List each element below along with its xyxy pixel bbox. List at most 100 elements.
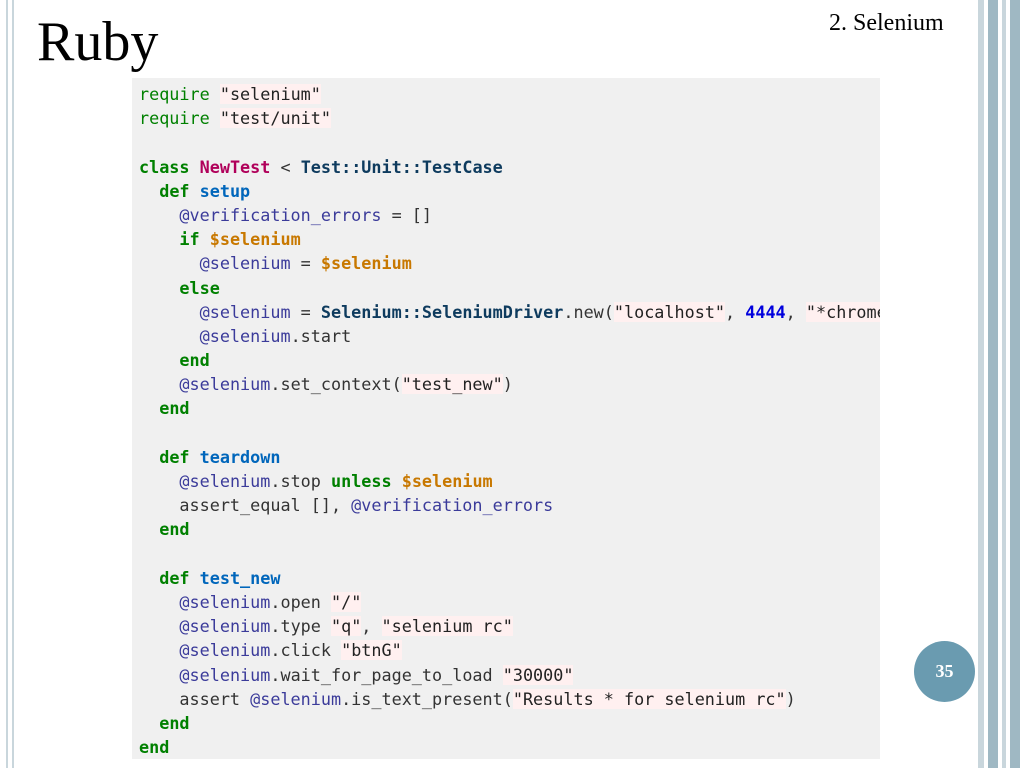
code-token: test_new	[199, 567, 281, 588]
code-token: .start	[290, 325, 352, 346]
code-token: Selenium::SeleniumDriver	[320, 301, 564, 322]
code-token: unless	[330, 471, 392, 491]
code-listing: require "selenium"require "test/unit" cl…	[139, 82, 880, 759]
code-token: ,	[785, 301, 806, 322]
code-line: end	[139, 711, 880, 735]
code-token: )	[502, 374, 513, 395]
code-token: =	[290, 301, 321, 322]
left-border-decoration	[6, 0, 14, 768]
code-token: "localhost"	[613, 301, 726, 322]
section-label: 2. Selenium	[829, 10, 944, 36]
code-token: "Results * for selenium rc"	[512, 688, 786, 709]
code-token: .new(	[563, 301, 614, 322]
code-token	[139, 350, 179, 370]
stripe	[1010, 0, 1020, 768]
code-token	[139, 713, 159, 733]
code-token	[210, 84, 220, 104]
code-line: @selenium = $selenium	[139, 251, 880, 275]
code-token: .click	[270, 640, 342, 661]
code-token: "/"	[330, 591, 362, 612]
code-token	[139, 447, 159, 467]
code-token: $selenium	[320, 253, 412, 274]
code-token: "test/unit"	[219, 108, 331, 129]
page-number-badge: 35	[914, 641, 975, 702]
code-token: .wait_for_page_to_load	[270, 664, 503, 685]
code-token: )	[785, 688, 796, 709]
code-token: @verification_errors	[179, 204, 382, 225]
code-token: ,	[361, 616, 382, 637]
code-line: def test_new	[139, 566, 880, 590]
code-line: @selenium.type "q", "selenium rc"	[139, 614, 880, 638]
code-token: @selenium	[179, 640, 271, 661]
code-line: end	[139, 348, 880, 372]
stripe	[978, 0, 984, 768]
code-token: = []	[381, 204, 433, 225]
code-token: .stop	[270, 471, 331, 491]
code-line: require "selenium"	[139, 82, 880, 106]
code-token: end	[139, 737, 170, 758]
code-token	[139, 302, 200, 322]
code-line	[139, 542, 880, 566]
code-token	[139, 374, 179, 394]
code-token: else	[179, 277, 220, 298]
code-token: $selenium	[209, 229, 301, 250]
code-token	[139, 398, 159, 418]
code-token: @verification_errors	[351, 495, 554, 516]
code-token: "selenium rc"	[381, 616, 513, 637]
code-token: setup	[199, 180, 251, 201]
code-token	[139, 278, 179, 298]
code-token: .set_context(	[270, 374, 402, 395]
code-line: else	[139, 276, 880, 300]
code-line: @verification_errors = []	[139, 203, 880, 227]
code-token: $selenium	[401, 471, 493, 491]
code-line: require "test/unit"	[139, 106, 880, 130]
code-token: def	[159, 567, 190, 588]
code-token	[392, 471, 402, 491]
code-token: end	[159, 519, 190, 540]
code-token	[139, 616, 179, 636]
code-token	[139, 205, 179, 225]
code-token: "30000"	[502, 664, 574, 685]
slide-title: Ruby	[37, 11, 159, 73]
code-token: assert_equal [],	[139, 495, 352, 516]
code-token	[210, 108, 220, 128]
code-line	[139, 130, 880, 154]
code-token	[139, 665, 179, 685]
code-token: =	[290, 253, 321, 274]
code-token	[139, 253, 200, 273]
code-token	[139, 181, 159, 201]
code-token	[190, 181, 200, 201]
code-token: class	[139, 156, 190, 177]
code-token: NewTest	[199, 156, 271, 177]
code-token: def	[159, 446, 190, 467]
code-token	[139, 229, 179, 249]
code-line: if $selenium	[139, 227, 880, 251]
code-token	[190, 447, 200, 467]
code-token: @selenium	[179, 374, 271, 395]
code-line: end	[139, 517, 880, 541]
code-token	[139, 592, 179, 612]
code-token: Test::Unit::TestCase	[300, 156, 503, 177]
right-stripe-decoration	[976, 0, 1024, 768]
code-token	[190, 157, 200, 177]
code-token: @selenium	[179, 471, 271, 491]
code-token: "*chrome"	[805, 301, 880, 322]
stripe	[1002, 0, 1006, 768]
code-token: .is_text_present(	[341, 688, 513, 709]
code-line: def setup	[139, 179, 880, 203]
code-line	[139, 421, 880, 445]
code-block: require "selenium"require "test/unit" cl…	[132, 78, 880, 759]
code-line: end	[139, 735, 880, 759]
code-line: @selenium.start	[139, 324, 880, 348]
code-token	[139, 471, 179, 491]
code-line: @selenium.set_context("test_new")	[139, 372, 880, 396]
code-token: end	[159, 712, 190, 733]
code-token: ,	[725, 301, 746, 322]
code-token: "test_new"	[401, 374, 503, 395]
code-line: assert_equal [], @verification_errors	[139, 493, 880, 517]
code-token: @selenium	[179, 616, 271, 637]
code-line: @selenium.open "/"	[139, 590, 880, 614]
code-token: .open	[270, 591, 331, 612]
code-token: "btnG"	[341, 640, 402, 661]
